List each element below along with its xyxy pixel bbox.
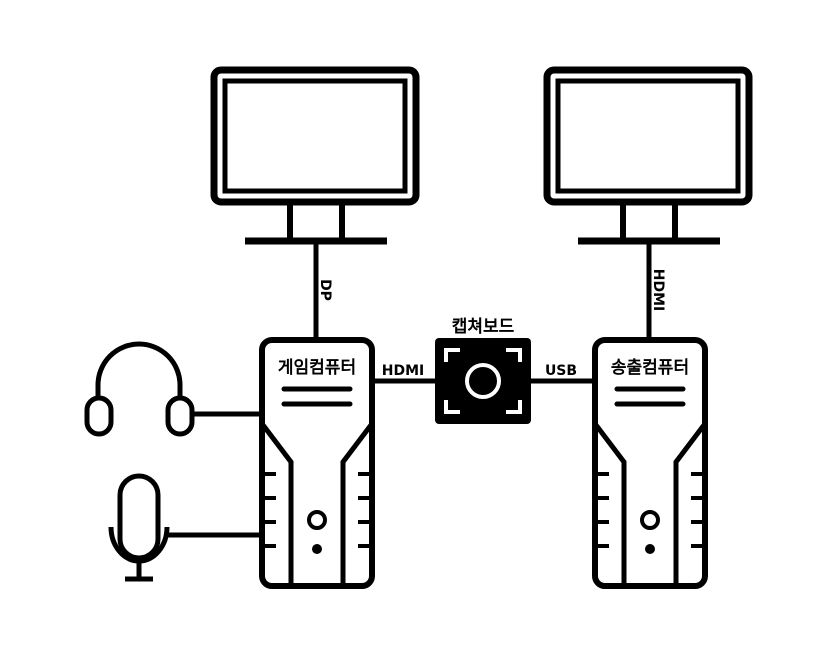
headphones-icon: [84, 341, 195, 437]
streaming-pc: [592, 337, 708, 589]
gaming-pc-panel-right: [340, 423, 373, 586]
gaming-pc-led-icon: [312, 544, 322, 554]
gaming-pc-power-button-icon: [307, 510, 327, 530]
streaming-pc-led-icon: [645, 544, 655, 554]
cable-label-hdmi-capture: HDMI: [382, 363, 424, 379]
gaming-pc-vents-left: [263, 472, 276, 548]
microphone-icon: [108, 473, 170, 582]
right-monitor-bezel: [543, 66, 753, 206]
capture-board-label: 캡쳐보드: [452, 317, 515, 337]
headset-band: [95, 341, 183, 400]
streaming-pc-power-button-icon: [640, 510, 660, 530]
cable-label-dp: DP: [317, 279, 333, 301]
capture-board-box: [435, 338, 531, 424]
capture-frame-icon: [444, 348, 522, 414]
left-monitor-screen: [222, 78, 408, 194]
headset-right-cup: [165, 395, 195, 437]
streaming-pc-panel-right: [673, 423, 706, 586]
right-monitor: [543, 66, 753, 245]
streaming-pc-label: 송출컴퓨터: [611, 357, 689, 378]
microphone-capsule: [117, 473, 161, 561]
streaming-pc-vents-left: [596, 472, 609, 548]
streaming-pc-vents-right: [691, 472, 704, 548]
left-monitor-bezel: [210, 66, 420, 206]
right-monitor-screen: [555, 78, 741, 194]
gaming-pc-vents-right: [358, 472, 371, 548]
gaming-pc-label: 게임컴퓨터: [278, 357, 356, 378]
streaming-pc-panel-left: [594, 423, 627, 586]
cable-label-hdmi-right-monitor: HDMI: [650, 269, 666, 311]
headset-left-cup: [84, 395, 114, 437]
gaming-pc: [259, 337, 375, 589]
cable-label-usb: USB: [545, 363, 577, 379]
gaming-pc-panel-left: [261, 423, 294, 586]
left-monitor: [210, 66, 420, 245]
capture-board: [435, 338, 531, 424]
